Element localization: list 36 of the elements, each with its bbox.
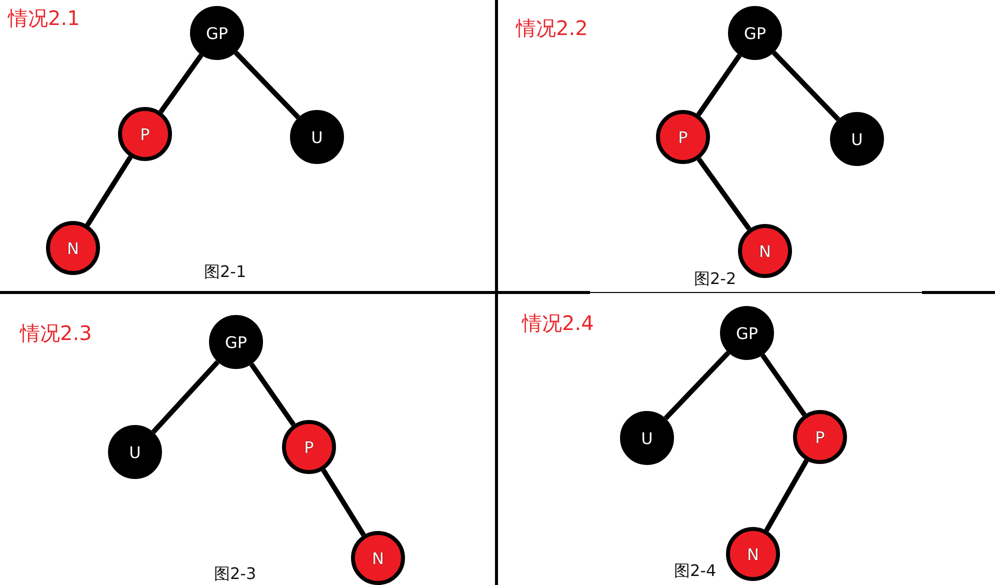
tree-edge-line (764, 459, 809, 532)
case-title: 情况2.3 (20, 321, 92, 345)
tree-edge-line (760, 354, 807, 416)
figure-caption: 图2-4 (674, 561, 716, 580)
tree-node-circle: GP (720, 306, 774, 360)
tree-node-circle: GP (190, 6, 244, 60)
tree-node-circle: U (830, 112, 884, 166)
tree-node-circle: U (620, 411, 674, 465)
tree-node-circle: N (738, 224, 792, 278)
tree-node-circle: N (46, 221, 100, 275)
tree-edge-line (234, 50, 300, 120)
case-title: 情况2.2 (516, 16, 588, 40)
case-title: 情况2.4 (522, 311, 594, 335)
tree-edge-line (321, 468, 366, 536)
figure-caption: 图2-3 (214, 564, 256, 584)
tree-node-circle: P (118, 107, 172, 161)
tree-node-circle: P (656, 110, 710, 164)
tree-edge-line (664, 350, 730, 420)
figure-caption: 图2-1 (204, 262, 246, 282)
tree-node-circle: N (351, 531, 405, 585)
tree-edge-line (772, 50, 840, 122)
tree-node-circle: P (793, 410, 847, 464)
tree-edge-line (696, 157, 752, 231)
tree-node-circle: N (726, 527, 780, 581)
tree-edge-line (696, 54, 742, 116)
figure-caption: 图2-2 (694, 269, 736, 288)
tree-edge-line (158, 54, 204, 114)
tree-node-circle: U (108, 425, 162, 479)
case-title: 情况2.1 (8, 6, 80, 30)
tree-edge-line (85, 155, 133, 227)
tree-node-circle: GP (209, 315, 263, 369)
tree-edge-line (151, 360, 220, 434)
tree-node-circle: U (290, 110, 344, 164)
tree-node-circle: P (282, 420, 336, 474)
tree-edge-line (249, 362, 296, 426)
tree-node-circle: GP (728, 6, 782, 60)
